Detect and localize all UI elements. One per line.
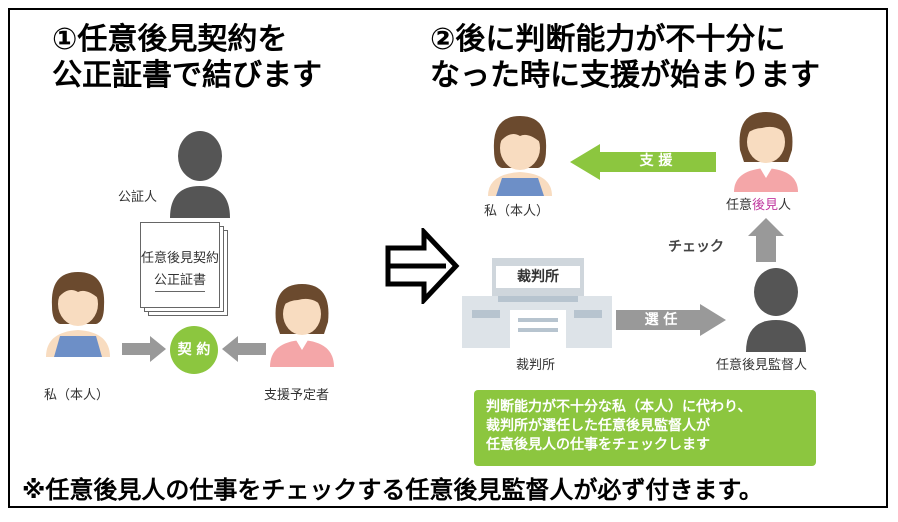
support-arrow xyxy=(570,144,716,180)
supporter-label: 支援予定者 xyxy=(264,388,330,403)
arrow-supporter-to-contract xyxy=(222,336,266,362)
document-rule xyxy=(155,291,205,292)
guardian-label-suffix: 人 xyxy=(778,198,792,213)
contract-badge: 契 約 xyxy=(170,326,218,374)
heading-right-line1: ②後に判断能力が不十分に xyxy=(430,22,786,57)
document-title-line2: 公正証書 xyxy=(153,273,206,288)
court-label: 裁判所 xyxy=(516,358,556,373)
guardian-person-icon xyxy=(734,112,798,192)
self-label-left: 私（本人） xyxy=(44,388,110,403)
self-person-right-icon xyxy=(488,116,552,196)
heading-left-line1: ①任意後見契約を xyxy=(52,22,288,57)
court-building-icon xyxy=(462,258,612,348)
appoint-arrow-label: 選 任 xyxy=(644,312,678,328)
contract-document: 任意後見契約 公正証書 xyxy=(140,222,220,308)
supervisor-label: 任意後見監督人 xyxy=(716,358,808,373)
supporter-person-icon xyxy=(270,284,334,367)
document-title-line1: 任意後見契約 xyxy=(141,251,220,266)
diagram-frame xyxy=(8,8,888,508)
heading-right-line2: なった時に支援が始まります xyxy=(430,58,820,93)
support-arrow-label: 支 援 xyxy=(639,153,673,169)
supervisor-icon xyxy=(746,268,806,352)
explanation-line-2: 裁判所が選任した任意後見監督人が xyxy=(486,418,710,434)
guardian-label-highlight: 後見 xyxy=(752,198,779,213)
court-sign: 裁判所 xyxy=(517,269,559,285)
guardian-label: 任意後見人 xyxy=(726,194,791,213)
notary-label: 公証人 xyxy=(118,190,158,205)
explanation-box: 判断能力が不十分な私（本人）に代わり、 裁判所が選任した任意後見監督人が 任意後… xyxy=(474,390,816,466)
footer-note: ※任意後見人の仕事をチェックする任意後見監督人が必ず付きます。 xyxy=(22,476,763,504)
arrow-self-to-contract xyxy=(122,336,166,362)
check-label: チェック xyxy=(668,239,724,255)
heading-left-line2: 公正証書で結びます xyxy=(52,58,322,93)
explanation-line-1: 判断能力が不十分な私（本人）に代わり、 xyxy=(486,399,752,415)
appoint-arrow xyxy=(616,304,726,336)
self-person-icon xyxy=(46,272,110,357)
check-arrow xyxy=(748,218,784,262)
self-label-right: 私（本人） xyxy=(484,204,550,219)
guardian-label-prefix: 任意 xyxy=(726,198,753,213)
transition-arrow-icon xyxy=(385,228,460,304)
explanation-line-3: 任意後見人の仕事をチェックします xyxy=(486,437,710,453)
notary-icon xyxy=(170,131,230,218)
